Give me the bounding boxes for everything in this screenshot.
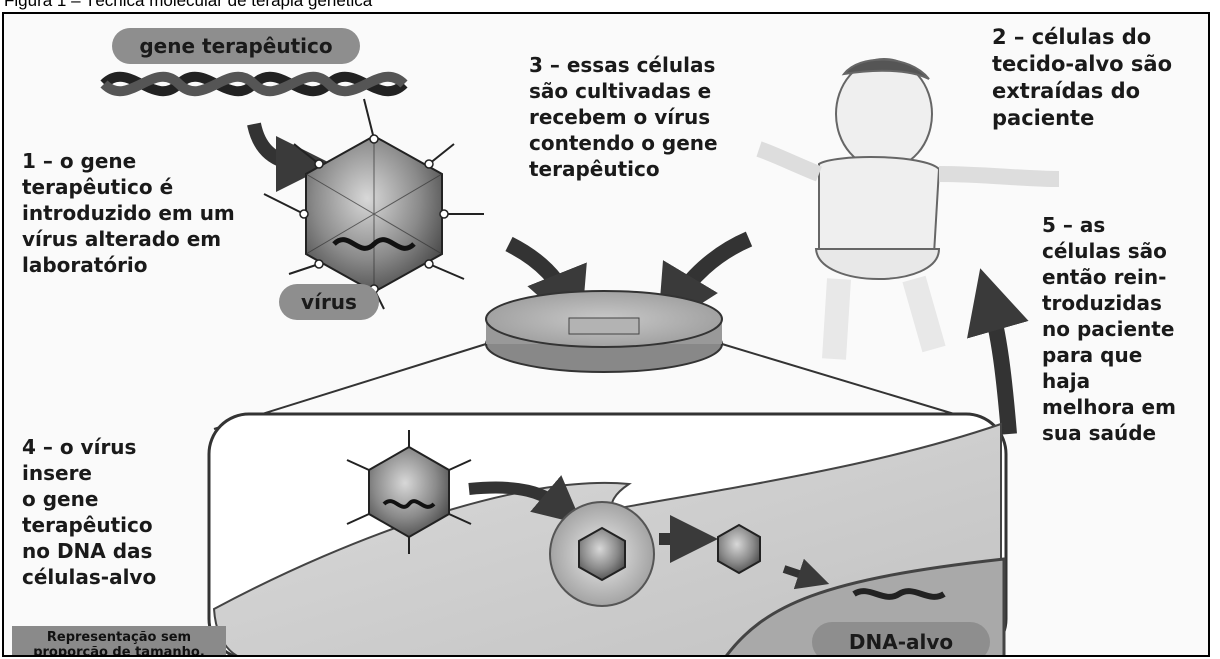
dna-helix [100,71,408,97]
virus-label: vírus [279,284,379,320]
diagram-artwork [100,58,1060,655]
representation-note: Representação sem proporção de tamanho. [12,626,226,657]
virus-icon-panel [346,430,472,554]
diagram-frame: gene terapêutico vírus DNA-alvo 1 – o ge… [2,12,1210,657]
step-4-text: 4 – o vírus insere o gene terapêutico no… [22,435,157,589]
representation-note-text: Representação sem proporção de tamanho. [33,630,205,657]
figure-caption: Figura 1 – Técnica molecular de terapia … [4,0,373,10]
arrow-reintroduce [967,268,1029,435]
dna-target-label: DNA-alvo [812,622,990,655]
petri-dish [485,290,723,373]
gene-label: gene terapêutico [112,28,360,64]
arrow-cells-to-dish [657,231,753,332]
virus-icon-small [717,523,761,575]
step-2-text: 2 – células do tecido-alvo são extraídas… [992,25,1172,130]
step-1-text: 1 – o gene terapêutico é introduzido em … [22,149,235,277]
arrow-gene-to-virus [247,122,332,192]
step-5-text: 5 – as células são então rein- troduzida… [1042,213,1176,445]
virus-icon [263,98,484,310]
endosome-bubble [549,501,655,607]
step-3-text: 3 – essas células são cultivadas e receb… [529,53,718,181]
baby-illustration [756,58,1060,360]
